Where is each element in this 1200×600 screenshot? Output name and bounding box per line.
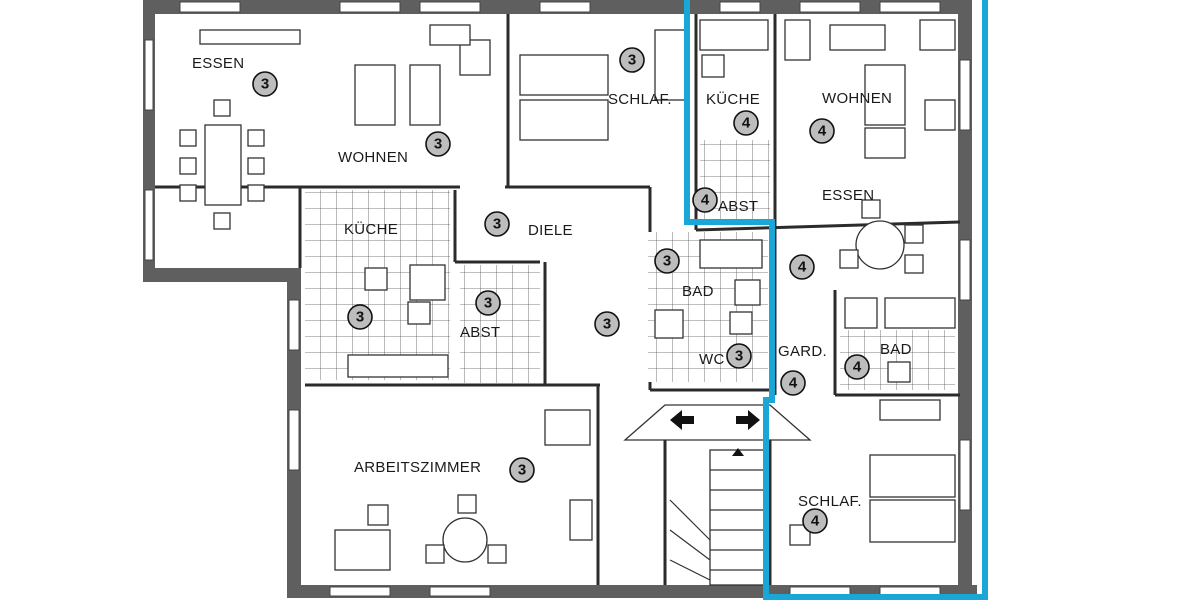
furniture	[179, 19, 956, 571]
unit-badge: 4	[844, 354, 870, 380]
svg-text:3: 3	[484, 295, 492, 312]
room-label-arbeitszimmer: ARBEITSZIMMER	[354, 459, 481, 476]
unit-badge: 3	[509, 457, 535, 483]
svg-text:3: 3	[356, 309, 364, 326]
room-labels: ESSEN WOHNEN SCHLAF. KÜCHE WOHNEN ABST E…	[192, 55, 912, 510]
unit-badges: 3 3 3 4 4 4 3 3 4 3 3 3 3 4 4 3 4	[252, 47, 870, 534]
room-label-schlaf-top: SCHLAF.	[608, 91, 672, 108]
svg-text:4: 4	[701, 192, 710, 209]
svg-text:4: 4	[798, 259, 807, 276]
unit-badge: 4	[802, 508, 828, 534]
room-label-abst-right: ABST	[718, 198, 758, 215]
unit-badge: 3	[726, 343, 752, 369]
svg-text:4: 4	[742, 115, 751, 132]
unit-badge: 3	[619, 47, 645, 73]
svg-text:3: 3	[518, 462, 526, 479]
unit-badge: 4	[692, 187, 718, 213]
svg-text:4: 4	[789, 375, 798, 392]
svg-text:4: 4	[853, 359, 862, 376]
room-label-abst-left: ABST	[460, 324, 500, 341]
room-label-wc: WC	[699, 351, 725, 368]
room-label-gard: GARD.	[778, 343, 827, 360]
room-label-kueche-left: KÜCHE	[344, 220, 398, 238]
arrow-right-icon	[736, 410, 760, 430]
svg-text:3: 3	[735, 348, 743, 365]
unit-badge: 4	[780, 370, 806, 396]
svg-text:3: 3	[628, 52, 636, 69]
unit-badge: 3	[594, 311, 620, 337]
unit-badge: 4	[809, 118, 835, 144]
room-label-schlaf-right: SCHLAF.	[798, 493, 862, 510]
svg-text:4: 4	[811, 513, 820, 530]
room-label-bad-mid: BAD	[682, 283, 714, 300]
outer-walls	[143, 0, 977, 598]
room-label-wohnen-left: WOHNEN	[338, 149, 408, 166]
unit-badge: 3	[425, 131, 451, 157]
unit-4-outline	[684, 0, 988, 600]
unit-badge: 3	[347, 304, 373, 330]
svg-text:4: 4	[818, 123, 827, 140]
room-label-kueche-right: KÜCHE	[706, 90, 760, 108]
room-label-bad-right: BAD	[880, 341, 912, 358]
room-label-wohnen-right: WOHNEN	[822, 90, 892, 107]
room-label-essen-right: ESSEN	[822, 187, 874, 204]
arrow-left-icon	[670, 410, 694, 430]
room-label-essen-left: ESSEN	[192, 55, 244, 72]
room-label-diele: DIELE	[528, 222, 573, 239]
stair-up-triangle-icon	[732, 448, 744, 456]
unit-badge: 4	[733, 110, 759, 136]
svg-text:3: 3	[663, 253, 671, 270]
unit-badge: 3	[252, 71, 278, 97]
unit-badge: 3	[484, 211, 510, 237]
svg-text:3: 3	[603, 316, 611, 333]
svg-text:3: 3	[261, 76, 269, 93]
svg-text:3: 3	[493, 216, 501, 233]
svg-text:3: 3	[434, 136, 442, 153]
unit-badge: 4	[789, 254, 815, 280]
staircase	[623, 404, 812, 586]
unit-badge: 3	[654, 248, 680, 274]
unit-badge: 3	[475, 290, 501, 316]
